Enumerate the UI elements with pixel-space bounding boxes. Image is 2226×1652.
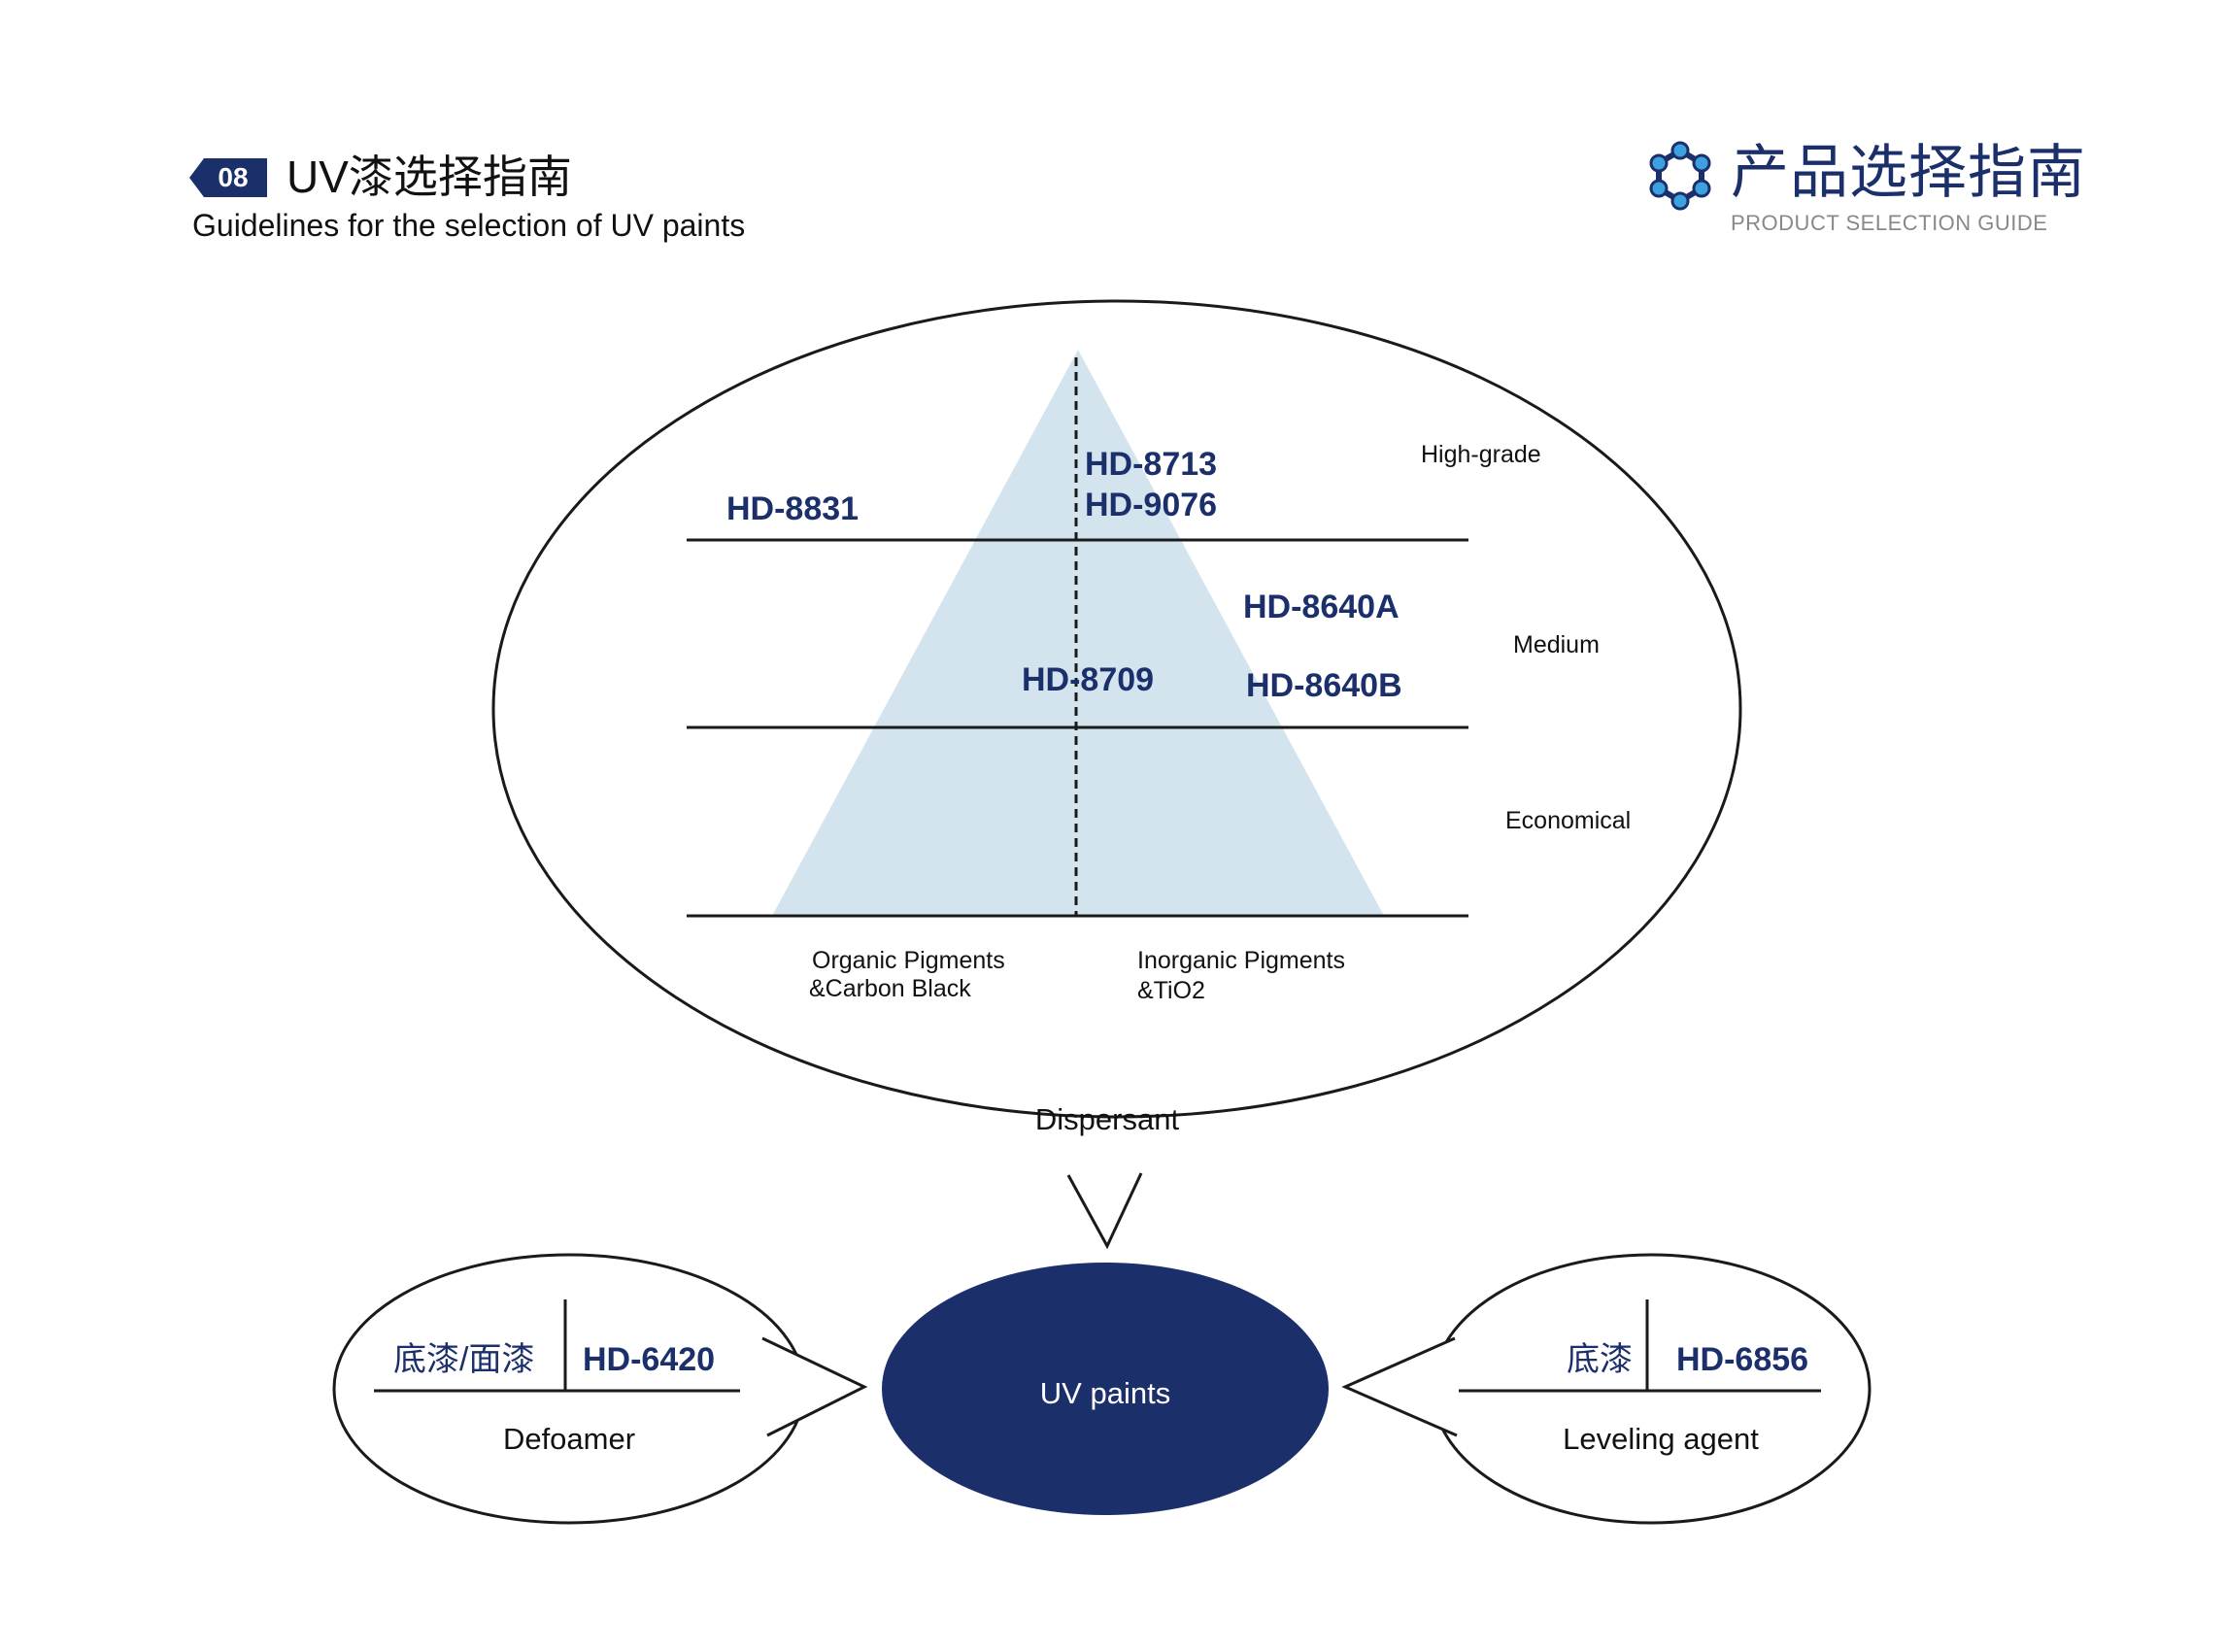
page-title-en: Guidelines for the selection of UV paint… (192, 208, 746, 243)
product-hd-8831: HD-8831 (726, 490, 860, 527)
pigment-left-line1: Organic Pigments (812, 947, 1005, 974)
page-title-cn: UV漆选择指南 (287, 152, 572, 202)
brand-title-cn: 产品选择指南 (1731, 140, 2086, 205)
product-hd-8640a: HD-8640A (1243, 589, 1400, 625)
leveling-agent-label: Leveling agent (1563, 1422, 1759, 1456)
pyramid (772, 350, 1384, 916)
level-medium: Medium (1513, 631, 1600, 658)
pigment-left-line2: &Carbon Black (809, 975, 971, 1002)
section-number: 08 (218, 162, 249, 192)
level-high-grade: High-grade (1421, 441, 1541, 468)
product-hd-9076: HD-9076 (1085, 487, 1218, 523)
product-hd-8709: HD-8709 (1022, 661, 1155, 698)
uv-paints-label: UV paints (1039, 1376, 1171, 1410)
pigment-right-line1: Inorganic Pigments (1137, 947, 1346, 974)
defoamer-application: 底漆/面漆 (393, 1341, 535, 1378)
product-hd-8713: HD-8713 (1085, 446, 1218, 483)
leveling-bubble (1341, 1253, 1872, 1525)
defoamer-label: Defoamer (502, 1422, 636, 1456)
uv-paints-ellipse (882, 1263, 1329, 1515)
level-economical: Economical (1505, 807, 1632, 834)
pigment-right-line2: &TiO2 (1137, 977, 1205, 1004)
brand-title-en: PRODUCT SELECTION GUIDE (1731, 211, 2048, 235)
section-badge-shape (189, 158, 267, 197)
leveling-application: 底漆 (1567, 1341, 1633, 1378)
product-hd-6420: HD-6420 (583, 1341, 716, 1378)
product-hd-6856: HD-6856 (1676, 1341, 1809, 1378)
product-hd-8640b: HD-8640B (1246, 667, 1402, 704)
molecule-nodes (1649, 141, 1711, 211)
defoamer-bubble (332, 1253, 868, 1525)
dispersant-label: Dispersant (1034, 1102, 1180, 1136)
